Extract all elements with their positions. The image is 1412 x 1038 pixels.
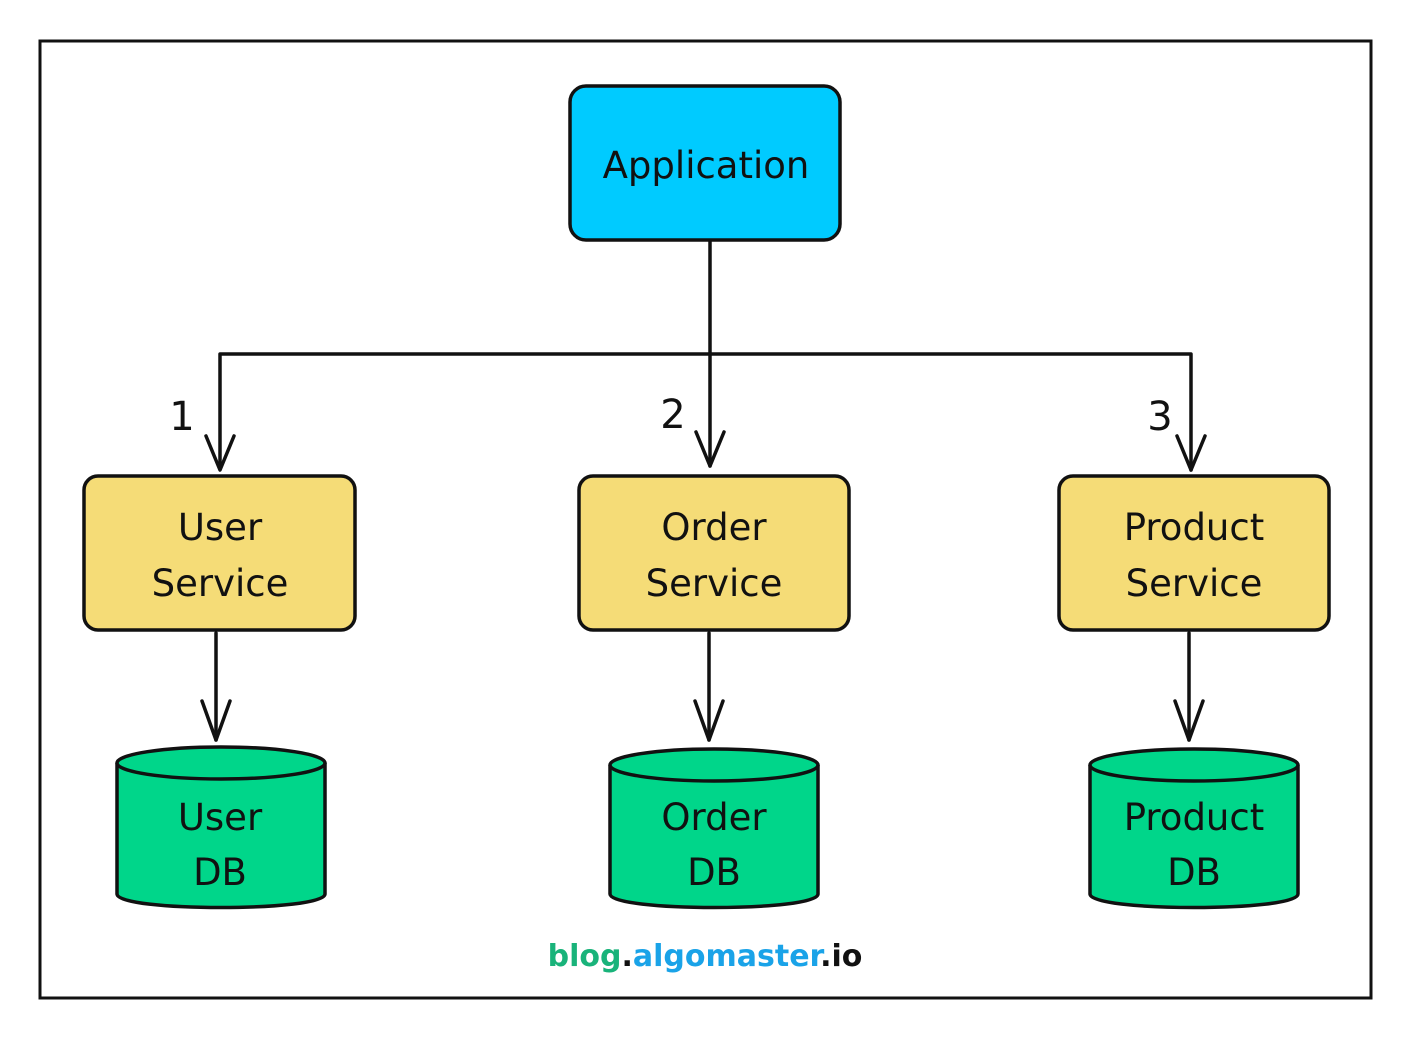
arrowhead-user-service [204, 434, 236, 472]
footer-algomaster: algomaster [633, 939, 825, 974]
arrowhead-product-service [1175, 434, 1207, 472]
user-service-label-line1: User [178, 506, 263, 549]
application-label: Application [603, 144, 810, 187]
branch-bus-line [218, 352, 1193, 472]
step-number-2: 2 [660, 392, 685, 438]
footer-io: io [831, 939, 862, 974]
footer-watermark: blog.algomaster.io [548, 939, 863, 974]
order-service-node: Order Service [577, 474, 851, 632]
product-db-label-line1: Product [1124, 796, 1264, 839]
user-db-label-line1: User [178, 796, 263, 839]
footer-dot-1: . [621, 939, 632, 974]
product-service-node: Product Service [1057, 474, 1331, 632]
order-db-cylinder: Order DB [608, 747, 820, 910]
arrowhead-order-service [694, 430, 726, 468]
connectors [200, 239, 1207, 742]
product-service-label-line2: Service [1126, 562, 1263, 605]
order-db-label-line1: Order [661, 796, 767, 839]
step-number-3: 3 [1147, 394, 1172, 440]
user-db-label-line2: DB [193, 851, 247, 894]
product-db-cylinder: Product DB [1088, 747, 1300, 910]
order-db-label-line2: DB [687, 851, 741, 894]
order-service-label-line1: Order [661, 506, 767, 549]
footer-blog: blog [548, 939, 622, 974]
application-node: Application [568, 84, 842, 242]
product-db-label-line2: DB [1167, 851, 1221, 894]
user-service-label-line2: Service [152, 562, 289, 605]
product-service-label-line1: Product [1124, 506, 1264, 549]
arrowhead-user-db [200, 699, 232, 742]
step-number-1: 1 [169, 394, 194, 440]
order-service-label-line2: Service [646, 562, 783, 605]
user-service-node: User Service [82, 474, 357, 632]
user-db-cylinder: User DB [115, 745, 327, 910]
arrowhead-product-db [1173, 699, 1205, 742]
arrowhead-order-db [693, 699, 725, 742]
footer-dot-2: . [820, 939, 831, 974]
